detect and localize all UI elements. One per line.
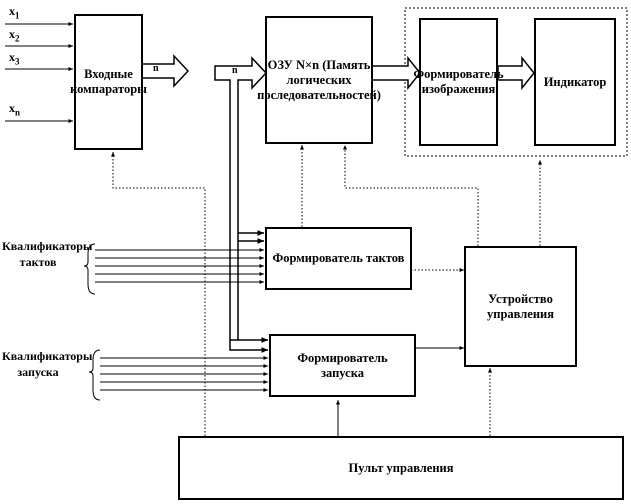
input-lines: [5, 22, 73, 123]
block-input-comparators: Входные компараторы: [70, 14, 147, 150]
dotted-control-lines: [111, 145, 542, 436]
bus-branches-clock: [238, 230, 264, 244]
input-x3-label: x3: [9, 50, 20, 67]
block-start-former: Формирователь запуска: [269, 334, 416, 397]
clock-qualifiers-label: Квалификаторы тактов: [2, 239, 93, 269]
display-group-frame: [404, 7, 628, 157]
clock-qualifier-lines: [83, 243, 264, 295]
bus-width-label-1: n: [153, 63, 159, 74]
block-control-unit: Устройство управления: [464, 246, 577, 367]
input-x2-label: x2: [9, 27, 20, 44]
bus-arrow-ram-in: [214, 56, 268, 341]
arrow-image-to-indicator: [497, 55, 535, 91]
bus-arrow-comparators-out: [141, 54, 190, 88]
bus-branch-start: [229, 337, 268, 353]
input-xn-label: xn: [9, 101, 21, 118]
solid-control-lines: [336, 346, 464, 436]
arrow-ram-to-image: [371, 55, 421, 91]
block-control-panel: Пульт управления: [178, 436, 624, 500]
block-clock-former: Формирователь тактов: [265, 227, 412, 290]
input-x1-label: x1: [9, 4, 20, 21]
block-indicator: Индикатор: [534, 18, 616, 146]
bus-width-label-2: n: [232, 65, 238, 76]
block-ram: ОЗУ N×n (Память логических последователь…: [257, 16, 381, 144]
block-image-former: Формирователь изображения: [413, 18, 504, 146]
start-qualifiers-label: Квалификаторы запуска: [2, 349, 93, 379]
start-qualifier-lines: [88, 349, 268, 401]
